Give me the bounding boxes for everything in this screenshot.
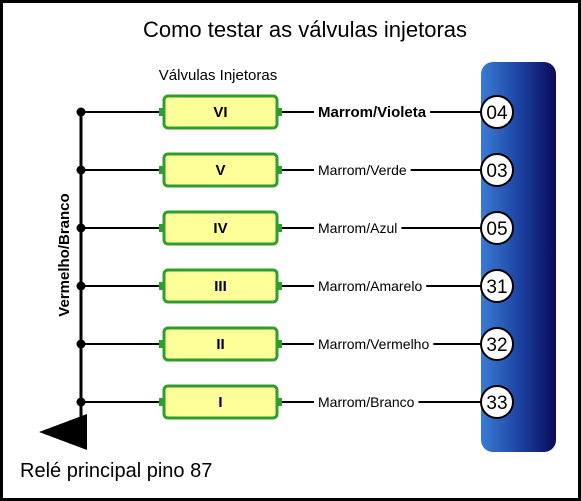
connector-pin-number: 04 <box>486 103 508 124</box>
connector-pin <box>480 95 514 129</box>
connector-pin-number: 03 <box>486 161 507 182</box>
connector-pin <box>480 327 514 361</box>
connector-pin <box>480 269 514 303</box>
connector-pin-number: 05 <box>486 219 507 240</box>
wire-color-label: Marrom/Azul <box>318 220 397 236</box>
injector-label: I <box>218 394 222 411</box>
injector-label: III <box>214 278 227 295</box>
bus-wire-label: Vermelho/Branco <box>56 193 73 316</box>
junction-dot <box>76 397 86 407</box>
diagram-title: Como testar as válvulas injetoras <box>143 17 467 42</box>
injector-terminal-right <box>276 282 282 290</box>
junction-dot <box>76 281 86 291</box>
injector-label: VI <box>213 104 227 121</box>
connector-pin <box>480 211 514 245</box>
injector-terminal-left <box>159 108 165 116</box>
junction-dot <box>76 223 86 233</box>
wire-color-label: Marrom/Amarelo <box>318 278 422 294</box>
injector-terminal-left <box>159 224 165 232</box>
injector-terminal-right <box>276 398 282 406</box>
wire-color-label: Marrom/Vermelho <box>318 336 429 352</box>
wire-color-label: Marrom/Violeta <box>318 104 427 121</box>
relay-label: Relé principal pino 87 <box>20 460 212 482</box>
injector-terminal-left <box>159 398 165 406</box>
junction-dot <box>76 339 86 349</box>
injector-label: IV <box>213 220 227 237</box>
injector-terminal-left <box>159 166 165 174</box>
connector-pin-number: 32 <box>486 335 507 356</box>
wire-color-label: Marrom/Branco <box>318 394 415 410</box>
injector-terminal-right <box>276 108 282 116</box>
connector-pin <box>480 385 514 419</box>
injector-terminal-right <box>276 224 282 232</box>
junction-dot <box>76 165 86 175</box>
connector-pin <box>480 153 514 187</box>
connector-pin-number: 33 <box>486 393 507 414</box>
injector-terminal-right <box>276 340 282 348</box>
junction-dot <box>76 107 86 117</box>
injector-label: II <box>216 336 224 353</box>
injector-terminal-left <box>159 282 165 290</box>
injectors-subtitle: Válvulas Injetoras <box>159 67 277 84</box>
injector-label: V <box>215 162 225 179</box>
injector-terminal-left <box>159 340 165 348</box>
connector-pin-number: 31 <box>486 277 507 298</box>
injector-terminal-right <box>276 166 282 174</box>
wire-color-label: Marrom/Verde <box>318 162 407 178</box>
